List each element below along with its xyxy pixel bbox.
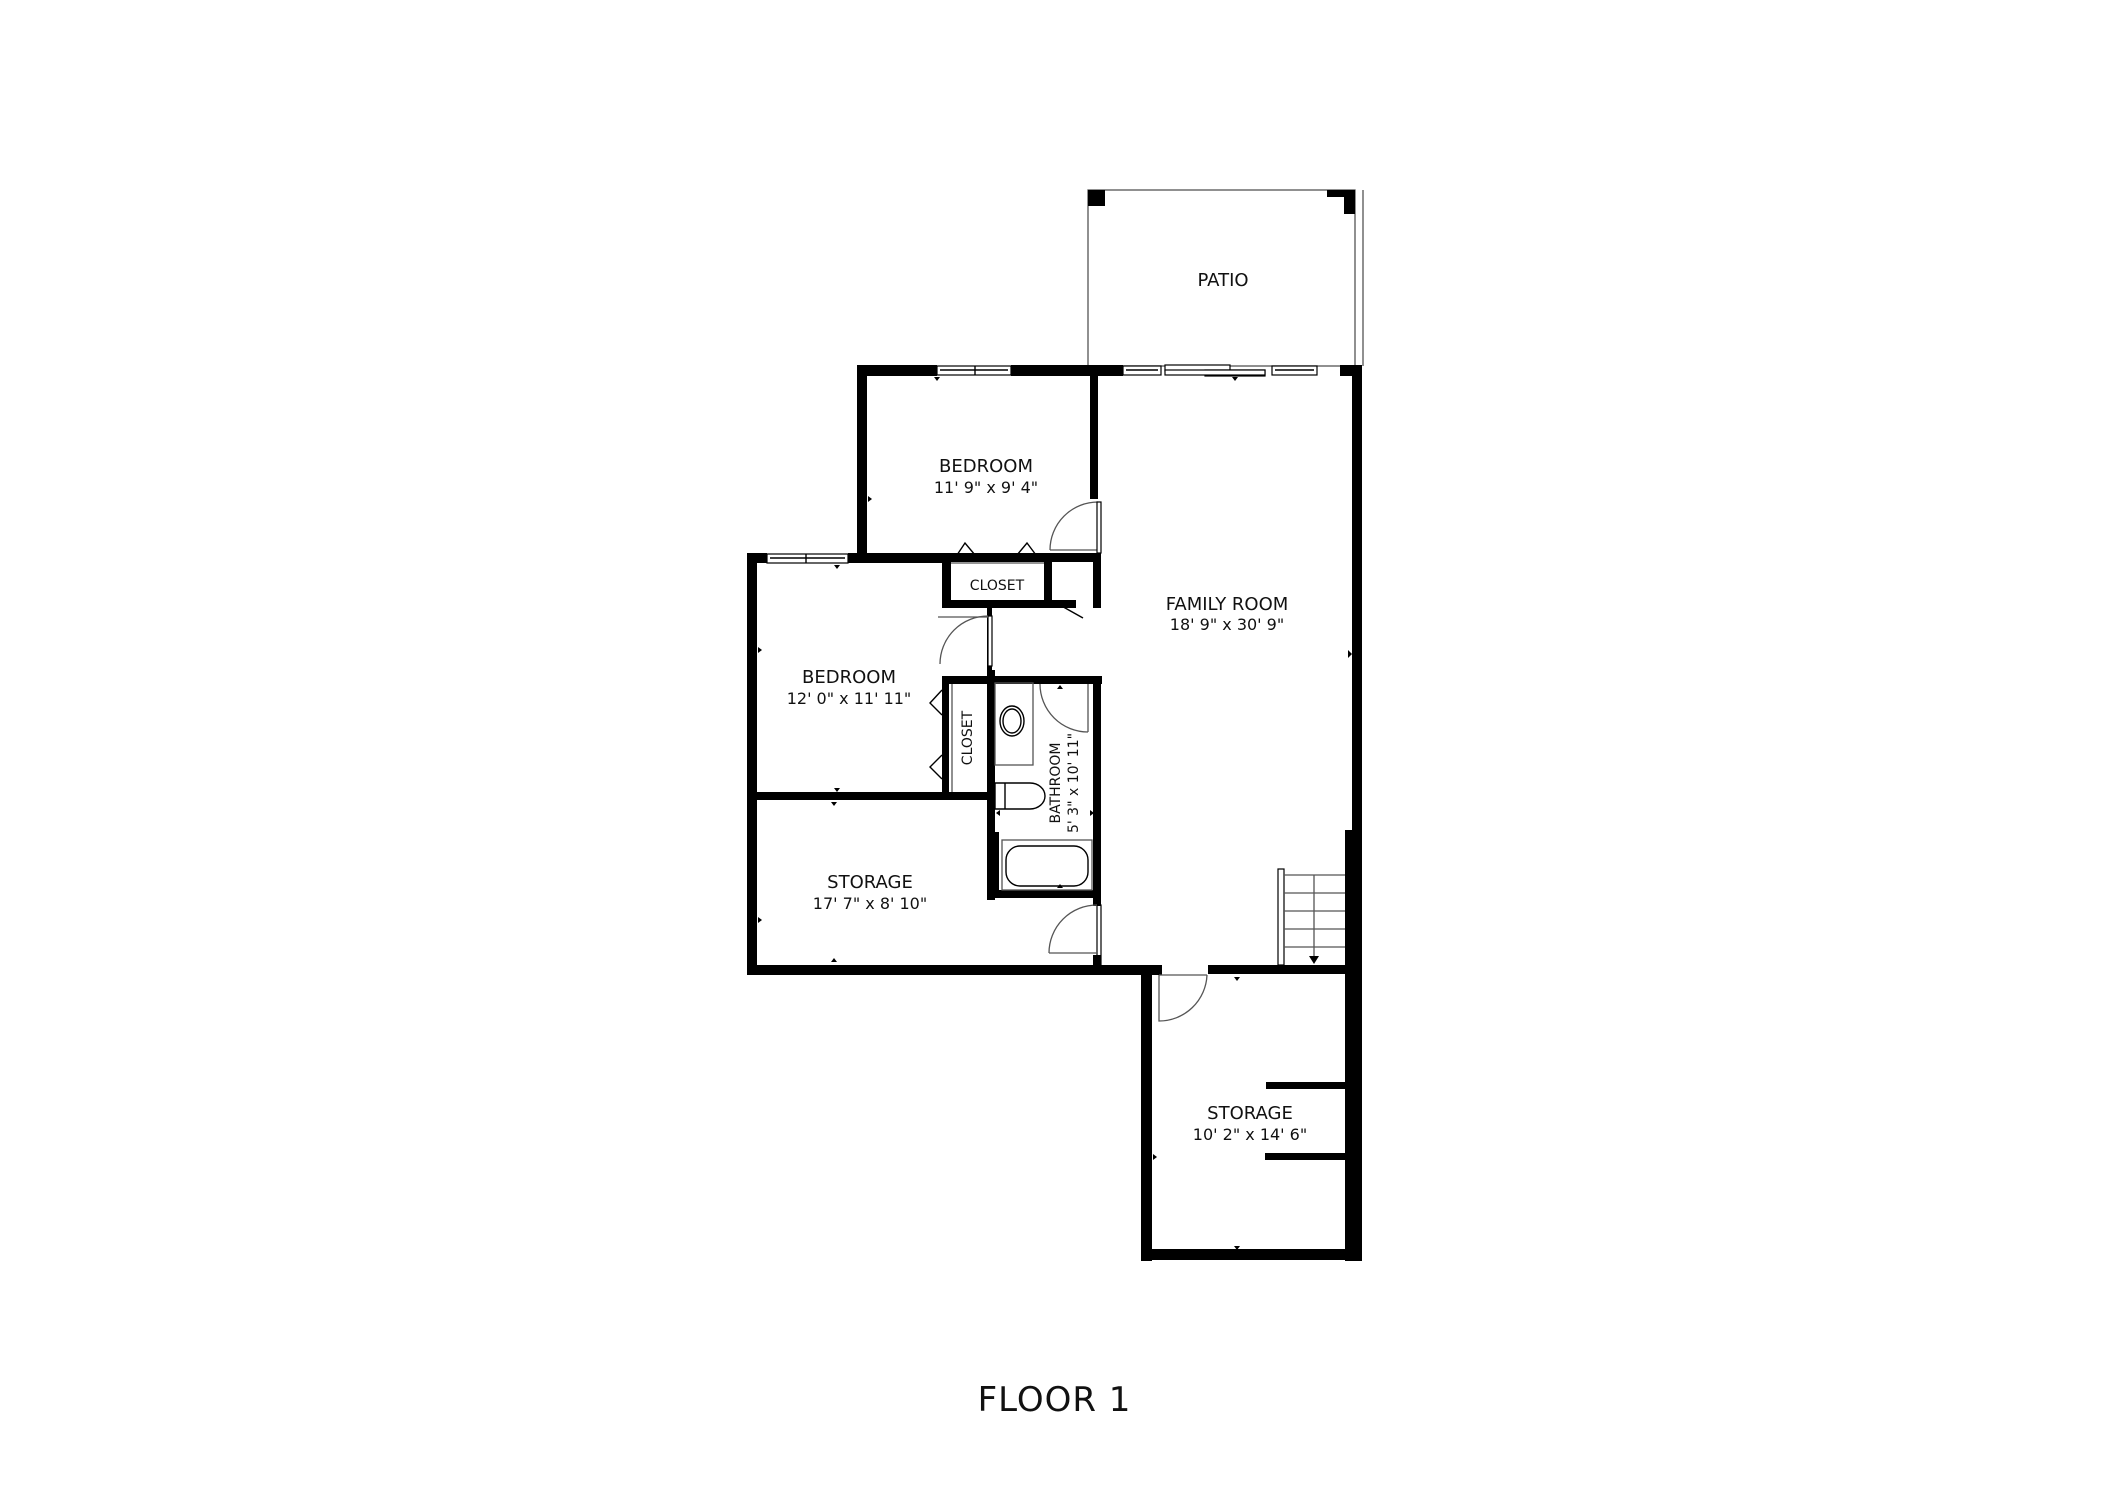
windows [766,364,1318,564]
room-label-closet-2: CLOSET [960,710,976,765]
patio: PATIO [1087,189,1364,367]
bedroom-2: BEDROOM 12' 0" x 11' 11" [757,565,994,800]
floor-title: FLOOR 1 [977,1380,1132,1420]
room-label-storage-2: STORAGE [1207,1103,1293,1124]
closet-1: CLOSET [942,541,1101,619]
room-label-bedroom-2: BEDROOM [802,667,896,688]
room-dims-bathroom: 5' 3" x 10' 11" [1066,733,1082,833]
room-label-family-room: FAMILY ROOM [1166,594,1289,615]
room-label-patio: PATIO [1197,270,1248,291]
room-dims-family-room: 18' 9" x 30' 9" [1170,615,1284,634]
bedroom-1: BEDROOM 11' 9" x 9' 4" [868,377,1102,554]
stairs [1277,868,1345,966]
storage-1: STORAGE 17' 7" x 8' 10" [758,802,1102,975]
room-label-closet-1: CLOSET [970,578,1025,594]
bathroom: BATHROOM 5' 3" x 10' 11" [988,676,1101,898]
room-dims-bedroom-2: 12' 0" x 11' 11" [787,689,912,708]
closet-2: CLOSET [929,670,1102,900]
room-dims-storage-2: 10' 2" x 14' 6" [1193,1125,1307,1144]
family-room: FAMILY ROOM 18' 9" x 30' 9" [1166,377,1352,966]
room-dims-storage-1: 17' 7" x 8' 10" [813,894,927,913]
room-dims-bedroom-1: 11' 9" x 9' 4" [934,478,1038,497]
room-label-bathroom: BATHROOM [1048,742,1064,823]
storage-2: STORAGE 10' 2" x 14' 6" [1153,974,1307,1250]
room-label-bedroom-1: BEDROOM [939,456,1033,477]
walls [747,365,1362,1261]
room-label-storage-1: STORAGE [827,872,913,893]
